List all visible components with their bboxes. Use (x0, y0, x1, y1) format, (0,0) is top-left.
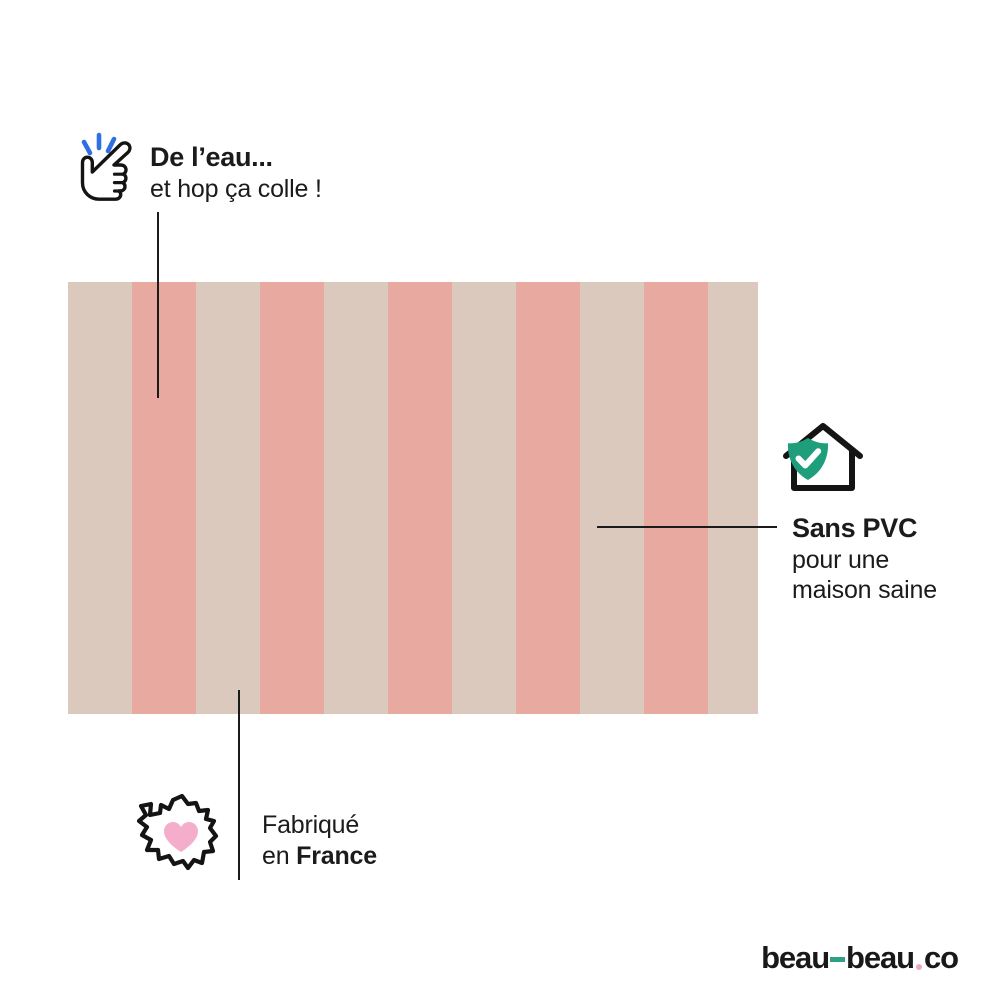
logo-tld: co (924, 940, 959, 975)
callout-pvc-subtitle-line1: pour une (792, 545, 890, 574)
striped-wallpaper-swatch (68, 282, 758, 714)
callout-eau-subtitle: et hop ça colle ! (150, 174, 322, 203)
wallpaper-stripe (452, 282, 516, 714)
logo-part1: beau (761, 940, 830, 975)
callout-france-line2: en France (262, 841, 377, 872)
callout-eau: De l’eau... et hop ça colle ! (150, 141, 322, 204)
callout-france-line2-prefix: en (262, 841, 297, 870)
wallpaper-stripe (708, 282, 758, 714)
callout-pvc: Sans PVC pour une maison saine (792, 512, 937, 606)
wallpaper-stripe (132, 282, 196, 714)
wallpaper-stripe (516, 282, 580, 714)
callout-pvc-subtitle-line2: maison saine (792, 576, 937, 605)
leader-line-pvc (597, 526, 777, 528)
logo-dot-icon (916, 964, 923, 970)
wallpaper-stripe (580, 282, 644, 714)
tap-hand-icon (68, 126, 140, 206)
france-map-heart-icon (130, 790, 230, 886)
callout-france-line1: Fabriqué (262, 811, 360, 839)
callout-france-line2-bold: France (296, 841, 377, 870)
callout-france: Fabriqué en France (262, 810, 377, 871)
wallpaper-stripe (388, 282, 452, 714)
beau-beau-logo[interactable]: beau beau co (761, 940, 959, 976)
logo-dash-icon (830, 956, 846, 962)
house-shield-check-icon (778, 418, 868, 496)
callout-pvc-title: Sans PVC (792, 513, 918, 543)
leader-line-eau (157, 212, 159, 398)
callout-eau-title: De l’eau... (150, 142, 273, 172)
wallpaper-stripe (196, 282, 260, 714)
wallpaper-stripe (324, 282, 388, 714)
wallpaper-stripe (644, 282, 708, 714)
wallpaper-stripe (260, 282, 324, 714)
logo-part2: beau (846, 940, 915, 975)
leader-line-france (238, 690, 240, 880)
wallpaper-stripe (68, 282, 132, 714)
